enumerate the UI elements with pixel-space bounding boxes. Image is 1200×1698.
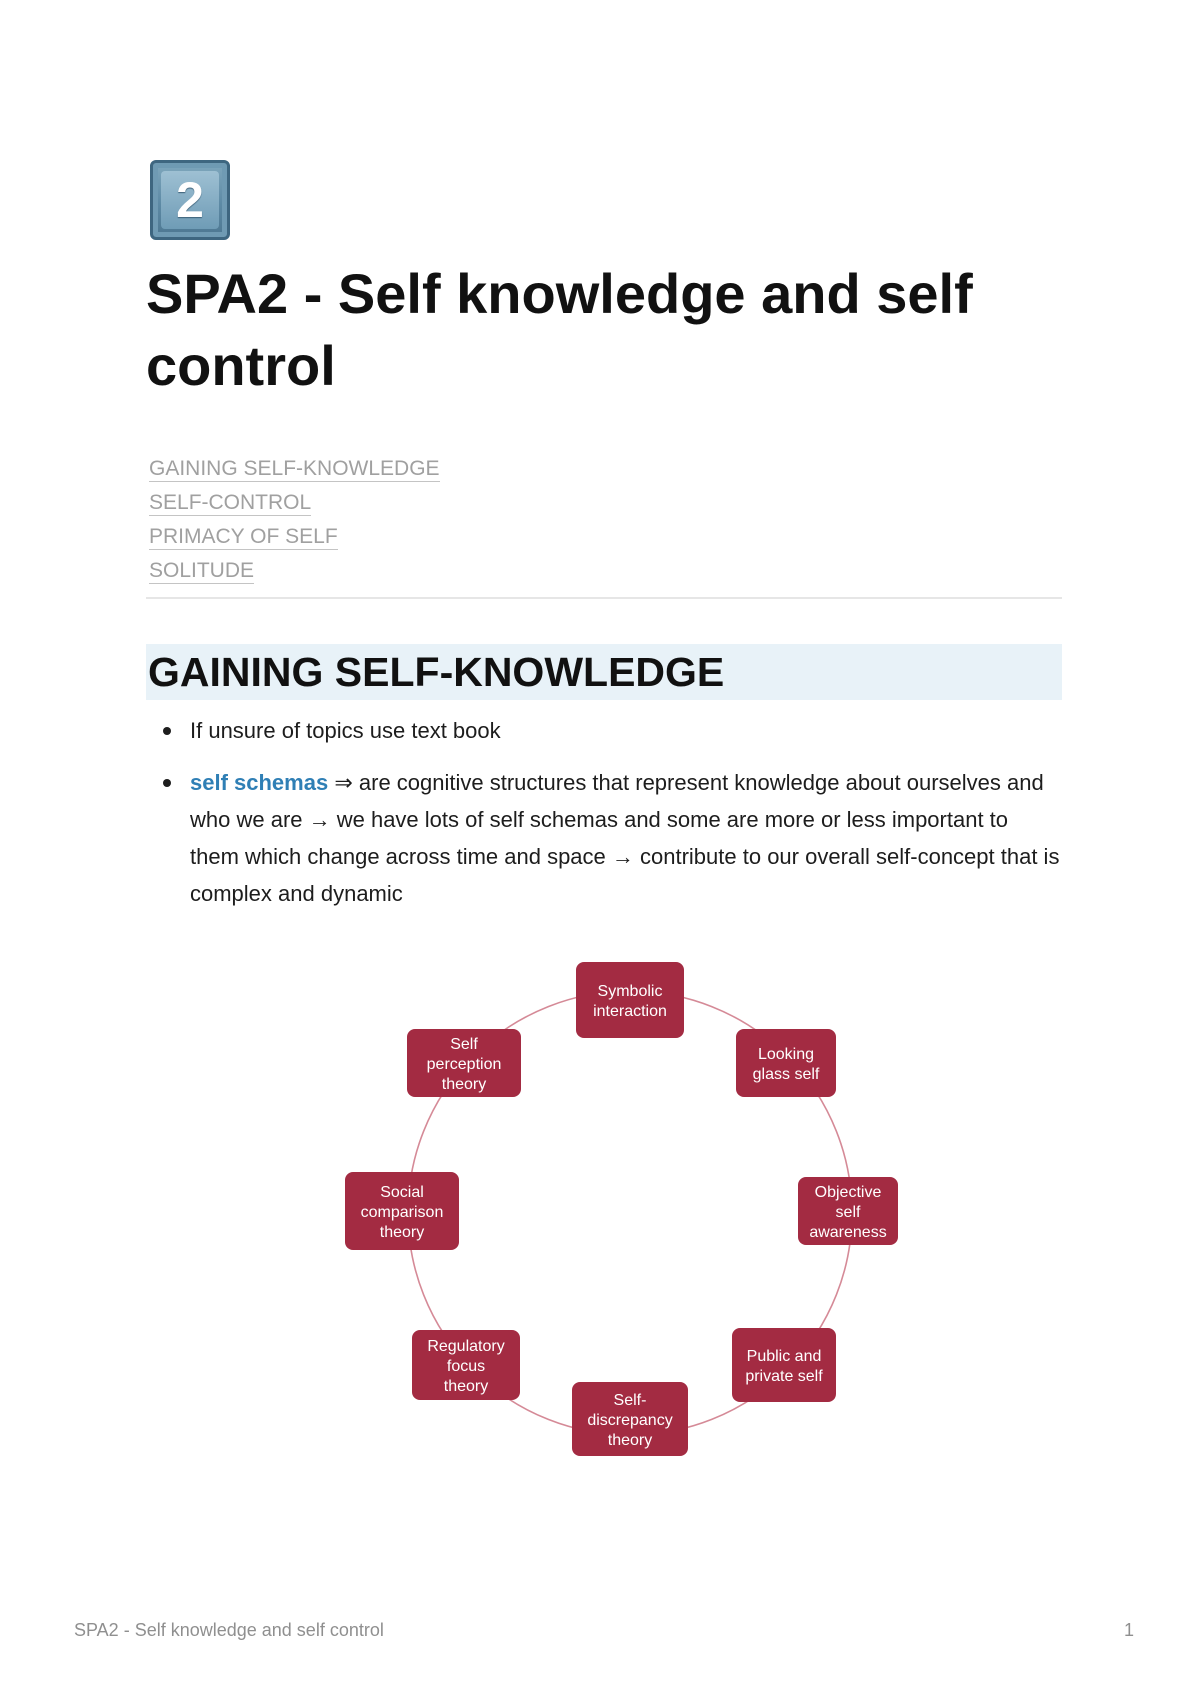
bullet-text: are cognitive structures that represent …	[190, 770, 1060, 906]
toc-link-self-control[interactable]: SELF-CONTROL	[149, 491, 312, 516]
cycle-node-label: theory	[444, 1378, 488, 1395]
page-number: 1	[1124, 1620, 1135, 1640]
cycle-node-box	[345, 1172, 459, 1250]
bullet-dot	[163, 779, 171, 787]
cycle-node-label: Self-	[614, 1392, 647, 1409]
cycle-node: Self-discrepancy theory	[572, 1382, 688, 1456]
cycle-node-box	[736, 1029, 836, 1097]
cycle-node-box	[572, 1382, 688, 1456]
implies-arrow: ⇒	[334, 770, 353, 795]
bullet-text: If unsure of topics use text book	[190, 718, 501, 743]
bullet-list: If unsure of topics use text book self s…	[146, 712, 1062, 912]
cycle-node-label: perception	[427, 1056, 502, 1073]
cycle-node-label: theory	[442, 1076, 486, 1093]
cycle-node-label: Social	[380, 1184, 424, 1201]
cycle-node-label: theory	[608, 1432, 652, 1449]
cycle-node-label: private self	[745, 1368, 823, 1385]
cycle-node-label: Regulatory	[427, 1338, 504, 1355]
cycle-node: Public and private self	[732, 1328, 836, 1402]
cycle-node-label: focus	[447, 1358, 485, 1375]
toc-item: PRIMACY OF SELF	[149, 520, 440, 554]
keycap-digit-two-icon: 2	[150, 160, 230, 240]
cycle-node-label: theory	[380, 1224, 424, 1241]
toc-item: SELF-CONTROL	[149, 486, 440, 520]
cycle-node: Regulatory focus theory	[412, 1330, 520, 1400]
footer-title: SPA2 - Self knowledge and self control	[74, 1620, 384, 1640]
toc-item: SOLITUDE	[149, 554, 440, 588]
table-of-contents: GAINING SELF-KNOWLEDGE SELF-CONTROL PRIM…	[149, 452, 440, 588]
keycap-digit: 2	[176, 172, 204, 228]
section-heading: GAINING SELF-KNOWLEDGE	[146, 644, 1062, 700]
bullet-item: If unsure of topics use text book	[146, 712, 1062, 749]
cycle-node-label: glass self	[753, 1066, 820, 1083]
cycle-node: Social comparison theory	[345, 1172, 459, 1250]
bullet-term: self schemas	[190, 770, 329, 795]
toc-link-gaining-self-knowledge[interactable]: GAINING SELF-KNOWLEDGE	[149, 457, 440, 482]
toc-item: GAINING SELF-KNOWLEDGE	[149, 452, 440, 486]
cycle-node-label: self	[836, 1204, 861, 1221]
toc-link-primacy-of-self[interactable]: PRIMACY OF SELF	[149, 525, 338, 550]
cycle-node: Self perception theory	[407, 1029, 521, 1097]
cycle-node-label: comparison	[361, 1204, 444, 1221]
cycle-node-label: Public and	[747, 1348, 822, 1365]
cycle-node-label: Symbolic	[598, 983, 663, 1000]
toc-link-solitude[interactable]: SOLITUDE	[149, 559, 255, 584]
cycle-node-label: Self	[450, 1036, 478, 1053]
cycle-node-box	[732, 1328, 836, 1402]
cycle-node-box	[798, 1177, 898, 1245]
cycle-node-box	[407, 1029, 521, 1097]
cycle-node-label: Objective	[815, 1184, 882, 1201]
keycap-face: 2	[161, 171, 219, 229]
cycle-node: Looking glass self	[736, 1029, 836, 1097]
bullet-item: self schemas ⇒ are cognitive structures …	[146, 764, 1062, 912]
cycle-node-label: discrepancy	[587, 1412, 672, 1429]
cycle-node: Symbolic interaction	[576, 962, 684, 1038]
bullet-dot	[163, 727, 171, 735]
cycle-node-box	[576, 962, 684, 1038]
cycle-node-box	[412, 1330, 520, 1400]
cycle-node-label: awareness	[809, 1224, 886, 1241]
page-title: SPA2 - Self knowledge and self control	[146, 262, 973, 397]
cycle-node-label: interaction	[593, 1003, 667, 1020]
cycle-node: Objective self awareness	[798, 1177, 898, 1245]
divider	[146, 597, 1062, 599]
cycle-node-label: Looking	[758, 1046, 814, 1063]
